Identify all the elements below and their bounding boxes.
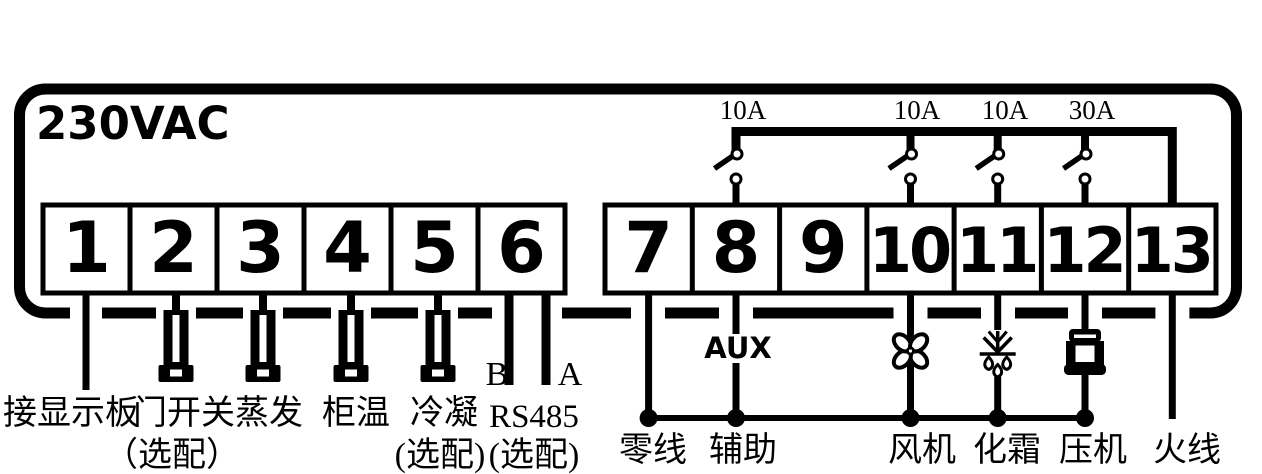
rs485-b-label: B (486, 356, 509, 393)
evaporator-label: 蒸发 (235, 394, 303, 432)
condenser-note: (选配) (395, 437, 486, 474)
terminal-number: 11 (956, 214, 1036, 287)
sensor-probe-icon (420, 291, 456, 382)
rs485-note: (选配) (489, 437, 580, 474)
terminal-number: 13 (1131, 214, 1211, 287)
fan-icon (891, 332, 930, 370)
door-switch-label: 门开关 (133, 394, 235, 432)
relay-rating-label: 10A (894, 95, 941, 125)
relay-bus (731, 127, 1177, 206)
relay-rating-label: 30A (1069, 95, 1116, 125)
terminal-number: 6 (497, 207, 546, 289)
terminal-number: 10 (869, 214, 950, 287)
relay-rating-label: 10A (720, 95, 767, 125)
auxiliary-label: 辅助 (709, 431, 777, 469)
defrost-icon (979, 330, 1016, 379)
door-switch-note: （选配） (104, 436, 240, 474)
terminal-block-left (40, 202, 568, 296)
live-label: 火线 (1153, 431, 1221, 469)
compressor-icon (1064, 329, 1106, 375)
terminal-number: 12 (1043, 214, 1123, 287)
terminal-number: 9 (799, 207, 848, 289)
terminal-number: 4 (323, 207, 372, 289)
cabinet-temp-label: 柜温 (322, 395, 390, 432)
sensor-probe-icon (245, 291, 281, 382)
terminal-block-right (602, 202, 1219, 296)
terminal-number: 2 (149, 207, 198, 289)
condenser-label: 冷凝 (410, 394, 478, 432)
sensor-probe-icon (158, 291, 194, 382)
terminal-number: 8 (712, 207, 761, 289)
defrost-label: 化霜 (973, 431, 1041, 469)
rs485-label: RS485 (489, 399, 579, 435)
relay-switch-icon (974, 147, 1006, 206)
terminal-number: 1 (62, 207, 111, 289)
relay-rating-label: 10A (982, 95, 1029, 125)
supply-voltage-label: 230VAC (36, 97, 230, 150)
neutral-label: 零线 (619, 431, 687, 469)
terminal-number: 3 (236, 207, 285, 289)
terminal-number: 7 (624, 207, 673, 289)
junction-dot (639, 409, 1094, 427)
aux-label: AUX (704, 331, 771, 365)
fan-label: 风机 (888, 431, 956, 469)
controller-case-outline (14, 83, 1242, 319)
rs485-a-label: A (558, 356, 583, 393)
case-border-gaps (70, 300, 1190, 326)
compressor-label: 压机 (1059, 431, 1127, 469)
terminal-number: 5 (410, 207, 459, 289)
aux-label-backing (707, 334, 771, 363)
relay-switch-icon (712, 147, 744, 206)
display-board-label: 接显示板 (3, 394, 139, 432)
relay-switch-icon (1061, 147, 1093, 206)
sensor-probe-icon (333, 291, 369, 382)
relay-switch-icon (887, 147, 918, 206)
